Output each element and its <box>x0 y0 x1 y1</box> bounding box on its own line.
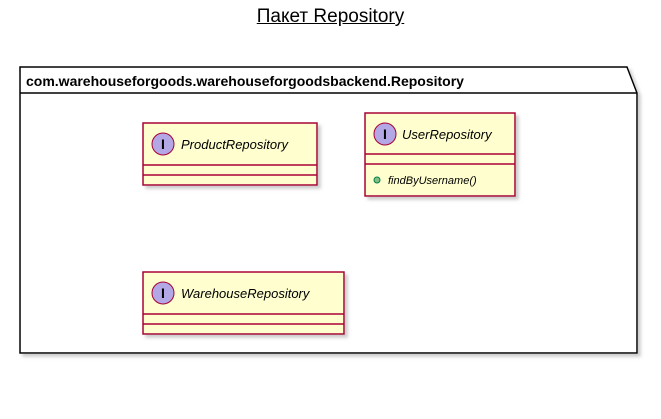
public-method-icon <box>373 176 381 184</box>
interface-warehouse-repository[interactable]: I WarehouseRepository <box>142 271 345 335</box>
interface-stereotype-icon <box>151 281 175 305</box>
interface-name: WarehouseRepository <box>181 286 311 301</box>
stereotype-letter: I <box>383 126 387 142</box>
interface-user-repository[interactable]: I UserRepository findByUsername() <box>364 112 516 197</box>
interface-stereotype-icon <box>373 122 397 146</box>
stereotype-letter: I <box>161 285 165 301</box>
interface-name: UserRepository <box>402 127 493 142</box>
interface-stereotype-icon <box>151 132 175 156</box>
package-name: com.warehouseforgoods.warehouseforgoodsb… <box>26 73 464 89</box>
stereotype-letter: I <box>161 136 165 152</box>
diagram-title: Пакет Repository <box>256 6 405 27</box>
method-find-by-username: findByUsername() <box>388 175 477 187</box>
interface-name: ProductRepository <box>181 137 289 152</box>
interface-product-repository[interactable]: I ProductRepository <box>142 122 318 186</box>
